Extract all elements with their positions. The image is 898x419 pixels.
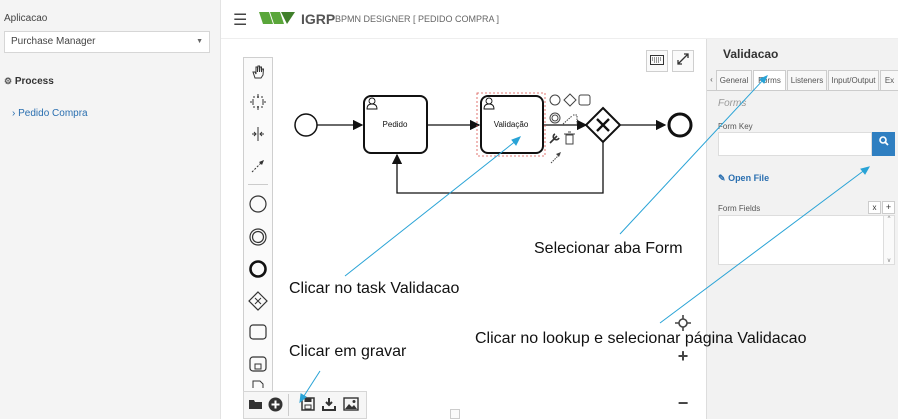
application-select[interactable]: Purchase Manager ▼ <box>4 31 210 53</box>
search-icon <box>878 136 889 146</box>
process-header: ⚙ Process <box>4 76 54 87</box>
end-event[interactable] <box>667 112 693 138</box>
gateway-x-icon <box>596 118 610 132</box>
download-icon[interactable] <box>322 397 336 416</box>
start-event-icon[interactable] <box>244 192 272 216</box>
edit-icon: ✎ <box>718 173 726 183</box>
intermediate-event-icon[interactable] <box>244 225 272 249</box>
append-end-event-icon[interactable] <box>549 94 561 106</box>
tab-extensions[interactable]: Ex <box>880 70 898 90</box>
image-export-icon[interactable] <box>343 397 359 416</box>
panel-title: Validacao <box>723 47 779 61</box>
start-event[interactable] <box>294 113 318 137</box>
annotation-click-task: Clicar no task Validacao <box>289 280 460 297</box>
keyboard-icon[interactable] <box>646 50 668 72</box>
add-circle-icon[interactable] <box>268 397 283 417</box>
append-gateway-icon[interactable] <box>563 93 577 107</box>
application-label: Aplicacao <box>4 13 48 24</box>
hamburger-menu-icon[interactable]: ☰ <box>233 12 248 29</box>
scrollbar[interactable]: ^ v <box>883 216 894 264</box>
user-task-icon <box>366 97 378 110</box>
remove-field-button[interactable]: x <box>868 201 881 214</box>
process-header-label: Process <box>14 76 54 87</box>
application-select-value: Purchase Manager <box>11 36 96 47</box>
end-event-icon[interactable] <box>244 257 272 281</box>
subprocess-icon[interactable] <box>244 352 272 376</box>
process-item-label: Pedido Compra <box>18 108 88 119</box>
data-object-icon[interactable] <box>244 378 272 402</box>
fullscreen-icon[interactable] <box>672 50 694 72</box>
tab-input-output[interactable]: Input/Output <box>828 70 879 90</box>
append-text-annotation-icon[interactable] <box>562 114 578 125</box>
zoom-in-icon[interactable]: + <box>677 346 689 366</box>
tab-listeners[interactable]: Listeners <box>787 70 827 90</box>
add-field-button[interactable]: + <box>882 201 895 214</box>
lookup-button[interactable] <box>872 132 895 156</box>
append-intermediate-event-icon[interactable] <box>549 112 561 124</box>
hand-tool-icon[interactable] <box>244 60 272 84</box>
caret-down-icon: ▼ <box>196 38 203 45</box>
igrp-logo <box>259 12 295 24</box>
forms-group-title: Forms <box>718 98 747 109</box>
open-file-link[interactable]: ✎ Open File <box>718 173 769 184</box>
wrench-icon[interactable] <box>549 133 560 144</box>
tab-general[interactable]: General <box>716 70 752 90</box>
form-key-input[interactable] <box>718 132 872 156</box>
open-file-label: Open File <box>728 173 770 183</box>
sidebar: Aplicacao Purchase Manager ▼ ⚙ Process ›… <box>0 0 221 419</box>
task-pedido-label: Pedido <box>383 120 408 129</box>
append-task-icon[interactable] <box>578 94 591 106</box>
annotation-select-tab: Selecionar aba Form <box>534 240 683 257</box>
trash-icon[interactable] <box>564 131 575 145</box>
annotation-click-lookup: Clicar no lookup e selecionar página Val… <box>475 330 807 347</box>
toolbar-divider <box>288 394 289 416</box>
open-folder-icon[interactable] <box>248 397 264 416</box>
space-tool-icon[interactable] <box>244 122 272 146</box>
top-bar: ☰ IGRP BPMN DESIGNER [ PEDIDO COMPRA ] <box>221 0 898 39</box>
page-subtitle: BPMN DESIGNER [ PEDIDO COMPRA ] <box>335 14 500 24</box>
task-validacao-label: Validação <box>494 120 529 129</box>
tab-scroll-left[interactable]: ‹ <box>710 75 713 84</box>
task-icon[interactable] <box>244 320 272 344</box>
gateway-icon[interactable] <box>244 289 272 313</box>
connect-tool-icon[interactable] <box>244 154 272 178</box>
form-fields-list[interactable]: ^ v <box>718 215 895 265</box>
gear-icon: ⚙ <box>4 76 13 86</box>
zoom-out-icon[interactable]: − <box>677 393 689 413</box>
brand-name: IGRP <box>301 11 336 27</box>
chevron-right-icon: › <box>12 108 16 119</box>
palette-divider <box>248 184 268 185</box>
lasso-tool-icon[interactable] <box>244 90 272 114</box>
annotation-click-save: Clicar em gravar <box>289 343 407 360</box>
tab-forms[interactable]: Forms <box>753 70 786 90</box>
process-item-pedido-compra[interactable]: › Pedido Compra <box>12 108 88 119</box>
form-fields-label: Form Fields <box>718 204 761 213</box>
properties-panel: Validacao ‹ General Forms Listeners Inpu… <box>706 39 898 419</box>
properties-tabs: ‹ General Forms Listeners Input/Output E… <box>707 70 898 91</box>
form-key-label: Form Key <box>718 122 753 131</box>
user-task-icon <box>483 97 495 110</box>
tool-palette <box>243 57 273 397</box>
